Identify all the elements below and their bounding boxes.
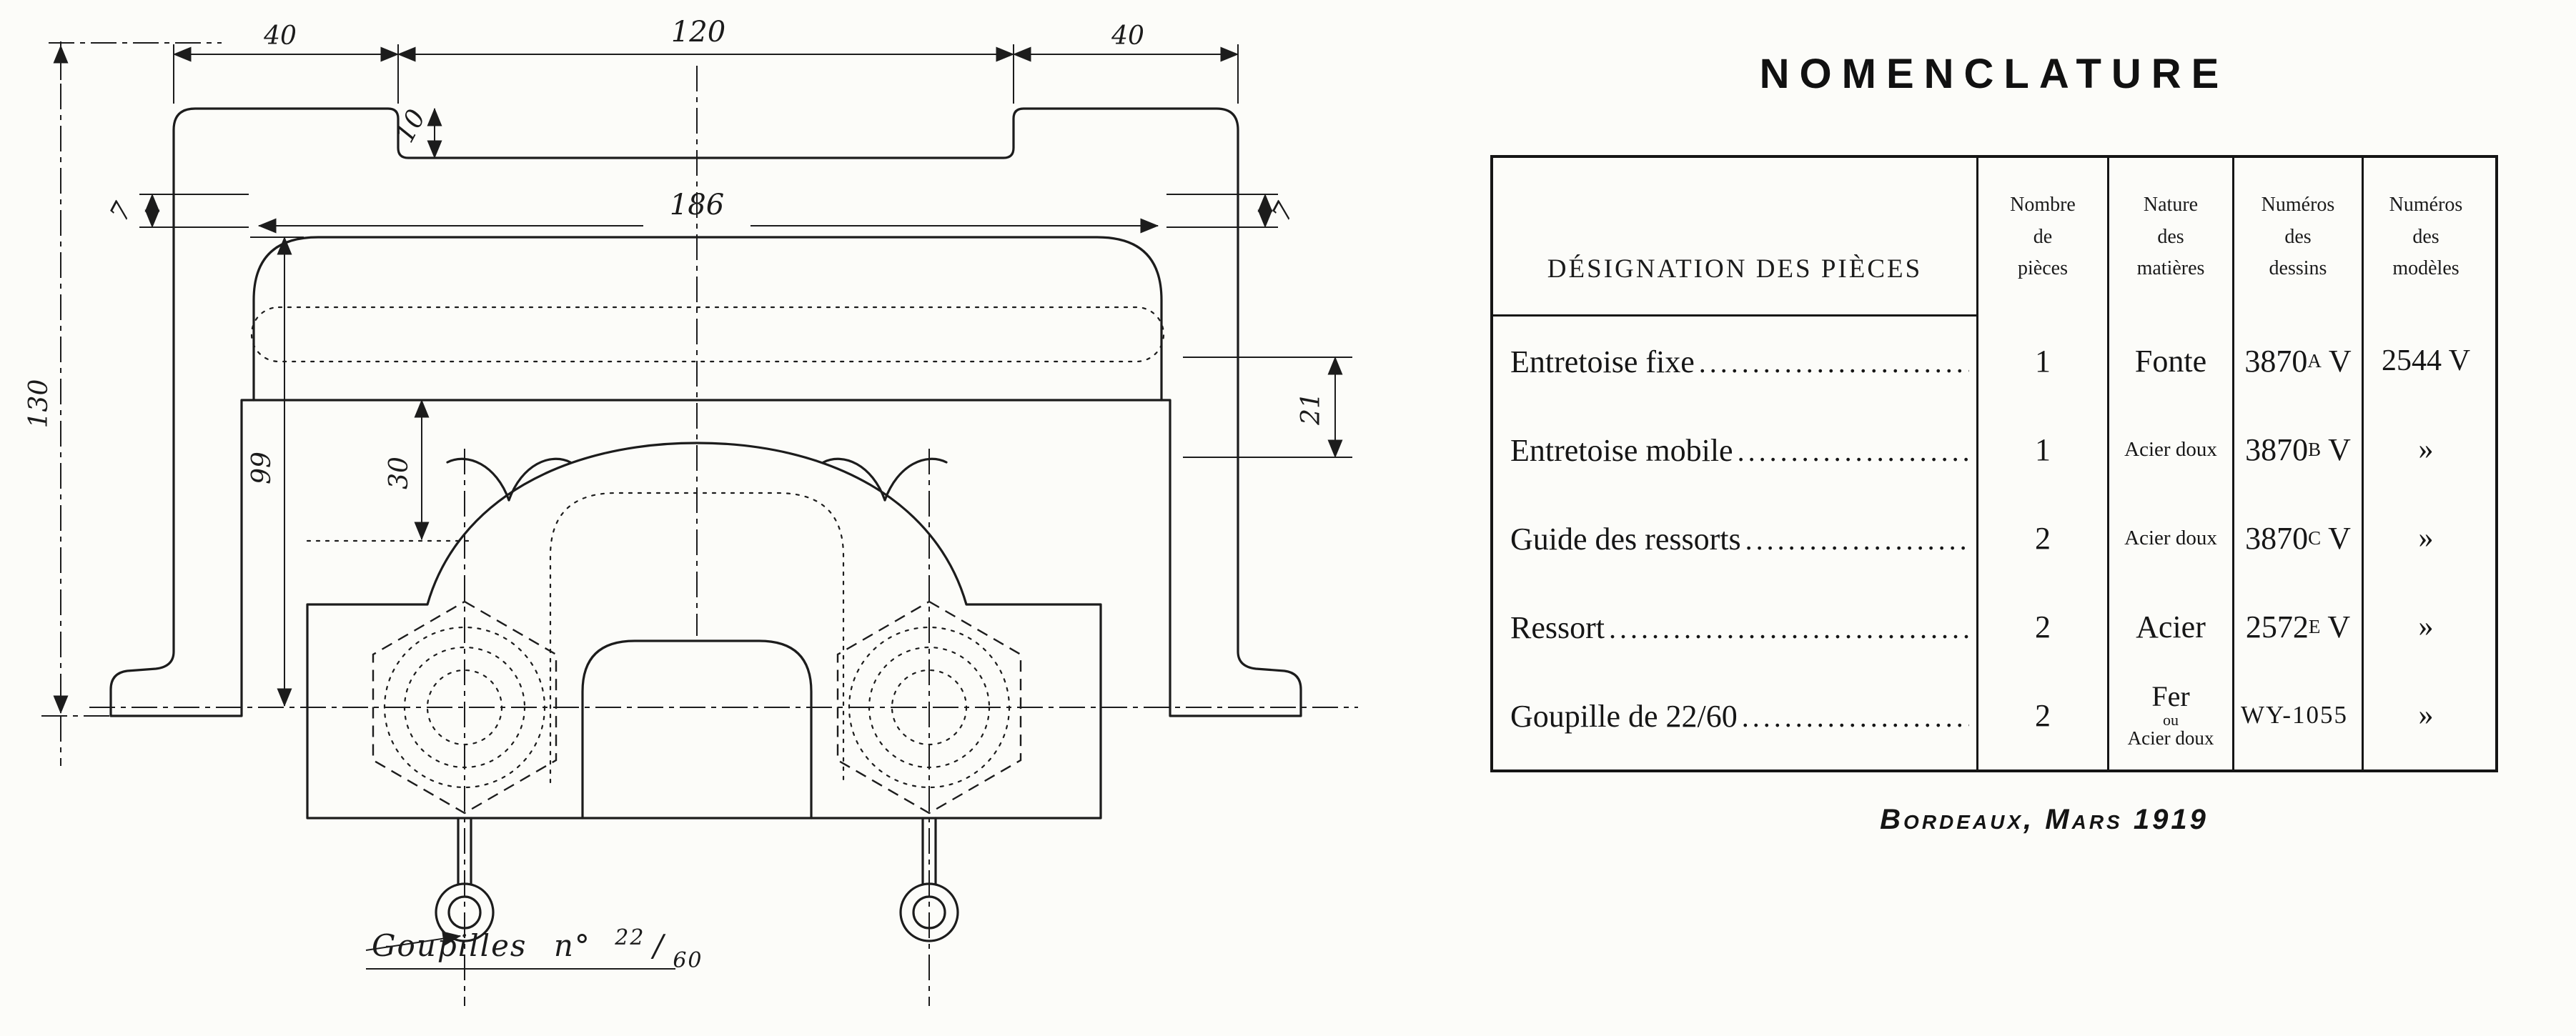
dim-40-left-label: 40 xyxy=(263,21,297,51)
cell-nature: Acier xyxy=(2136,609,2206,644)
dim-99-label: 99 xyxy=(247,452,277,484)
table-row-designation: Guide des ressorts .....................… xyxy=(1510,522,1969,557)
dim-7-right: 7 xyxy=(1166,193,1300,229)
cell-nombre: 2 xyxy=(2035,697,2051,733)
column-nombre: Nombre de pièces 1 1 2 2 2 xyxy=(1976,158,2107,769)
dim-130-label: 130 xyxy=(24,379,54,429)
cell-nombre: 2 xyxy=(2035,520,2051,556)
cell-nature: Fonte xyxy=(2134,343,2207,379)
cell-modele-ditto: » xyxy=(2418,522,2434,554)
footer-place-date: Bordeaux, Mars 1919 xyxy=(1880,804,2209,835)
nomenclature-panel: NOMENCLATURE DÉSIGNATION DES PIÈCES Entr… xyxy=(1490,0,2498,836)
centerlines xyxy=(89,66,1358,1006)
cell-nature: Acier doux xyxy=(2124,526,2217,549)
spring-guide-right xyxy=(822,457,948,502)
header-designation: DÉSIGNATION DES PIÈCES xyxy=(1493,158,1976,317)
column-nature: Nature des matières Fonte Acier doux Aci… xyxy=(2107,158,2232,769)
column-modeles: Numéros des modèles 2544 V » » » » xyxy=(2362,158,2488,769)
dotted-leader: ........................................… xyxy=(1698,347,1969,379)
cell-modele-ditto: » xyxy=(2418,610,2434,643)
part-outline xyxy=(109,107,1302,717)
dim-7-right-label: 7 xyxy=(1267,198,1300,226)
cell-nombre: 2 xyxy=(2035,609,2051,644)
dim-130: 130 xyxy=(24,41,222,766)
header-nature: Nature des matières xyxy=(2136,193,2205,280)
cell-nature: Fer ou Acier doux xyxy=(2127,680,2214,749)
table-row-designation: Goupille de 22/60 ......................… xyxy=(1493,671,1976,759)
table-row-designation: Entretoise mobile ......................… xyxy=(1510,433,1969,468)
table-row-designation: Ressort ................................… xyxy=(1493,582,1976,671)
header-nombre: Nombre de pièces xyxy=(2010,193,2076,280)
inner-arch xyxy=(581,639,813,820)
dim-99: 99 xyxy=(247,236,304,707)
dotted-leader: ........................................… xyxy=(1737,435,1969,467)
dim-21: 21 xyxy=(1183,356,1352,459)
bottom-block xyxy=(306,442,1102,820)
spring-guide-left xyxy=(446,457,572,502)
cell-modele-ditto: » xyxy=(2418,699,2434,732)
top-dimension-chain: 40 120 40 xyxy=(172,16,1239,104)
header-dessins: Numéros des dessins xyxy=(2261,193,2335,280)
dim-21-label: 21 xyxy=(1297,392,1326,426)
inner-cavity xyxy=(252,236,1163,402)
cell-modele: 2544 V xyxy=(2381,344,2471,377)
dotted-leader: ........................................… xyxy=(1745,524,1969,556)
dim-30: 30 xyxy=(306,399,473,542)
technical-drawing: 40 120 40 186 10 7 xyxy=(24,16,1358,1006)
dim-40-right-label: 40 xyxy=(1111,21,1144,51)
cell-nombre: 1 xyxy=(2035,343,2051,379)
goupilles-label: Goupilles n° 22 / 60 xyxy=(372,917,703,973)
column-designation: DÉSIGNATION DES PIÈCES Entretoise fixe .… xyxy=(1493,158,1976,769)
goupilles-callout: Goupilles n° 22 / 60 xyxy=(365,917,703,973)
cell-dessin: WY-1055 xyxy=(2240,701,2349,729)
cell-modele-ditto: » xyxy=(2418,433,2434,466)
dim-7-left-label: 7 xyxy=(104,198,138,226)
dim-30-label: 30 xyxy=(385,457,414,489)
dim-186: 186 xyxy=(257,189,1159,234)
dim-120-label: 120 xyxy=(671,16,725,49)
nomenclature-table: DÉSIGNATION DES PIÈCES Entretoise fixe .… xyxy=(1490,155,2498,772)
hidden-capsule xyxy=(250,306,1165,363)
dotted-leader: ........................................… xyxy=(1741,701,1969,733)
header-modeles: Numéros des modèles xyxy=(2389,193,2463,280)
dotted-leader: ........................................… xyxy=(1609,612,1969,644)
table-row-designation: Entretoise fixe ........................… xyxy=(1493,317,1976,405)
nomenclature-title: NOMENCLATURE xyxy=(1759,51,2229,97)
cell-nature: Acier doux xyxy=(2124,437,2217,461)
dim-7-left: 7 xyxy=(104,193,249,229)
cell-nombre: 1 xyxy=(2035,432,2051,467)
